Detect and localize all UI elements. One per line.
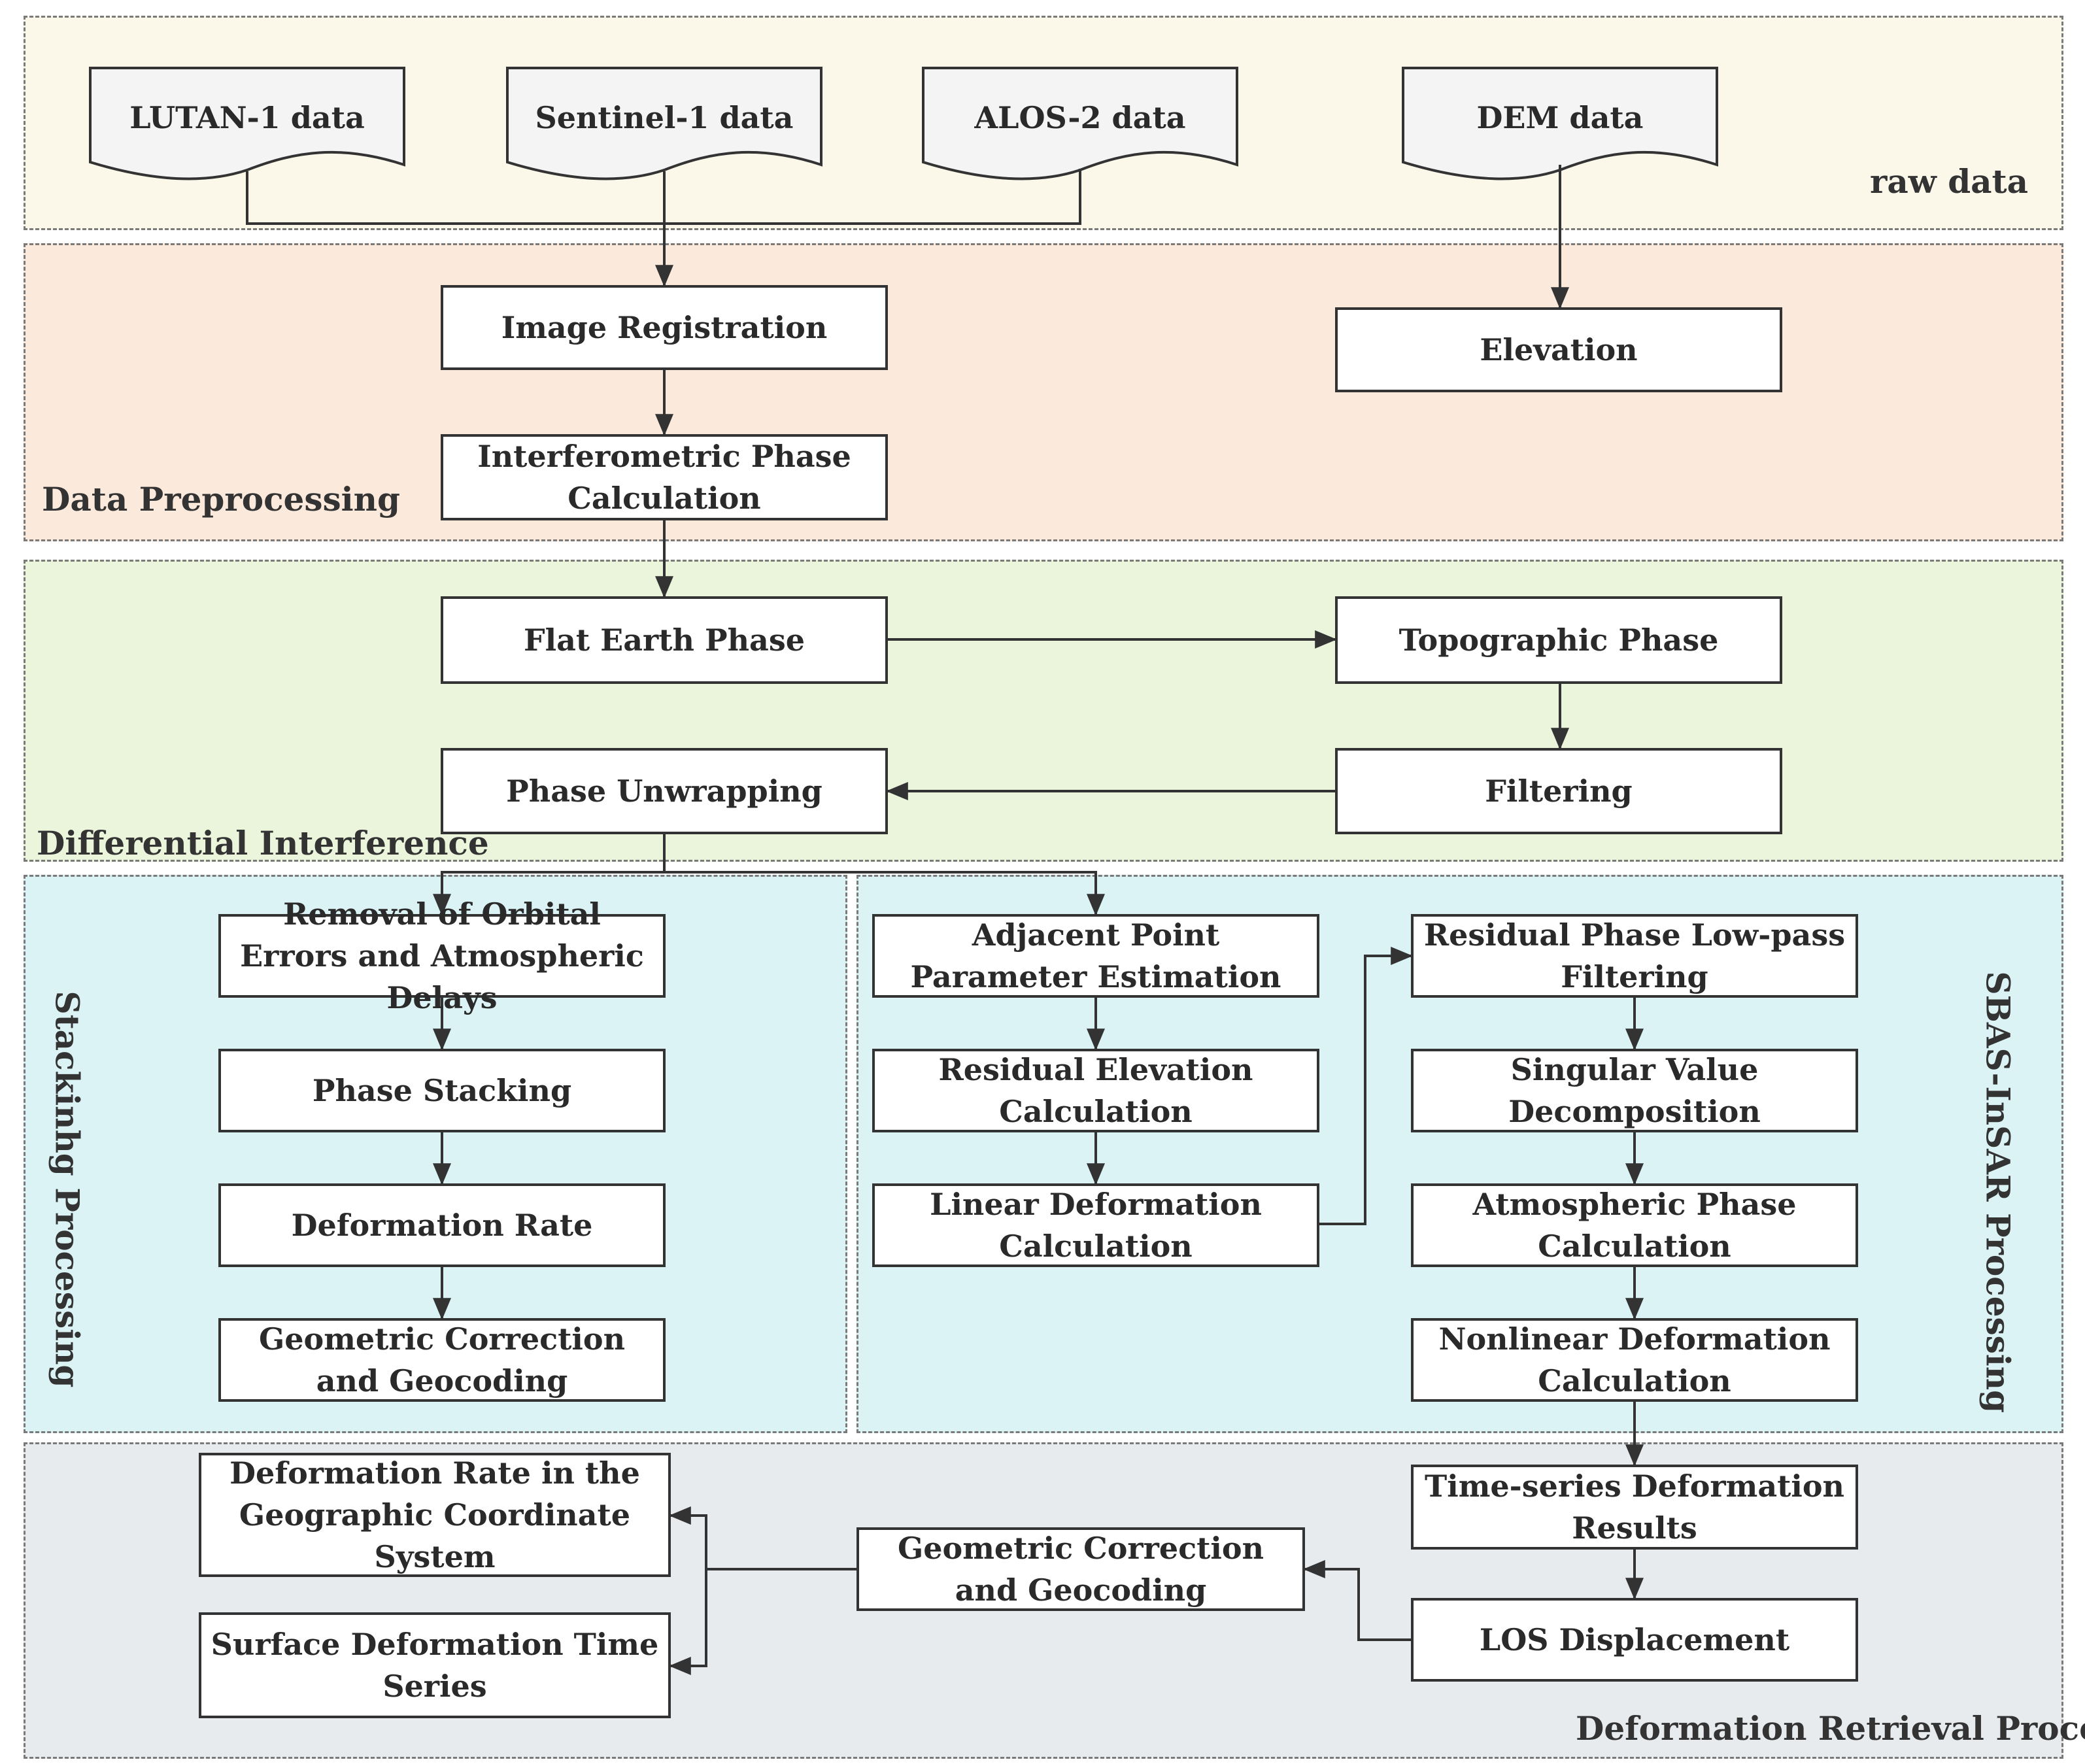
singular-value-box: Singular Value Decomposition (1411, 1049, 1858, 1132)
topographic-phase-box: Topographic Phase (1335, 596, 1782, 684)
deformation-rate-geographic-box: Deformation Rate in the Geographic Coord… (199, 1453, 671, 1577)
dem-doc-label: DEM data (1477, 100, 1644, 135)
lutan-doc-label: LUTAN-1 data (129, 100, 365, 135)
alos-doc-label: ALOS-2 data (974, 100, 1185, 135)
adjacent-point-box: Adjacent Point Parameter Estimation (872, 914, 1319, 998)
geometric-correction-retrieval-box: Geometric Correction and Geocoding (856, 1527, 1305, 1611)
sentinel-doc-shape (506, 67, 822, 180)
deformation-retrieval-label: Deformation Retrieval Process (1576, 1709, 2085, 1748)
arrow-split-to-adjacent (664, 871, 1105, 916)
arrow-split-to-removal (433, 871, 664, 916)
flat-earth-phase-box: Flat Earth Phase (441, 596, 888, 684)
surface-deformation-timeseries-box: Surface Deformation Time Series (199, 1612, 671, 1718)
linear-deformation-box: Linear Deformation Calculation (872, 1183, 1319, 1267)
phase-unwrapping-box: Phase Unwrapping (441, 748, 888, 834)
deformation-rate-box: Deformation Rate (218, 1183, 666, 1267)
residual-elevation-box: Residual Elevation Calculation (872, 1049, 1319, 1132)
data-preprocessing-region (24, 243, 2063, 541)
data-preprocessing-label: Data Preprocessing (42, 480, 400, 518)
image-registration-box: Image Registration (441, 285, 888, 370)
los-displacement-box: LOS Displacement (1411, 1598, 1858, 1682)
sentinel-doc-label: Sentinel-1 data (535, 100, 794, 135)
residual-phase-lowpass-box: Residual Phase Low-pass Filtering (1411, 914, 1858, 998)
arrow-los-to-geocoding (1303, 1560, 1411, 1641)
lutan-doc-shape (89, 67, 405, 180)
geometric-correction-stacking-box: Geometric Correction and Geocoding (218, 1318, 666, 1402)
arrow-linear-to-lowpass (1319, 947, 1413, 1225)
raw-data-label: raw data (1870, 162, 2029, 201)
arrow-to-deformation-rate-geo (669, 1506, 707, 1569)
removal-errors-box: Removal of Orbital Errors and Atmospheri… (218, 896, 666, 1015)
elevation-box: Elevation (1335, 307, 1782, 392)
filtering-box: Filtering (1335, 748, 1782, 834)
nonlinear-deformation-box: Nonlinear Deformation Calculation (1411, 1318, 1858, 1402)
phase-stacking-box: Phase Stacking (218, 1049, 666, 1132)
differential-interference-label: Differential Interference (37, 824, 489, 862)
interferometric-phase-box: Interferometric Phase Calculation (441, 434, 888, 520)
timeseries-results-box: Time-series Deformation Results (1411, 1465, 1858, 1550)
arrow-to-surface-time-series (669, 1569, 707, 1675)
atmospheric-phase-box: Atmospheric Phase Calculation (1411, 1183, 1858, 1267)
